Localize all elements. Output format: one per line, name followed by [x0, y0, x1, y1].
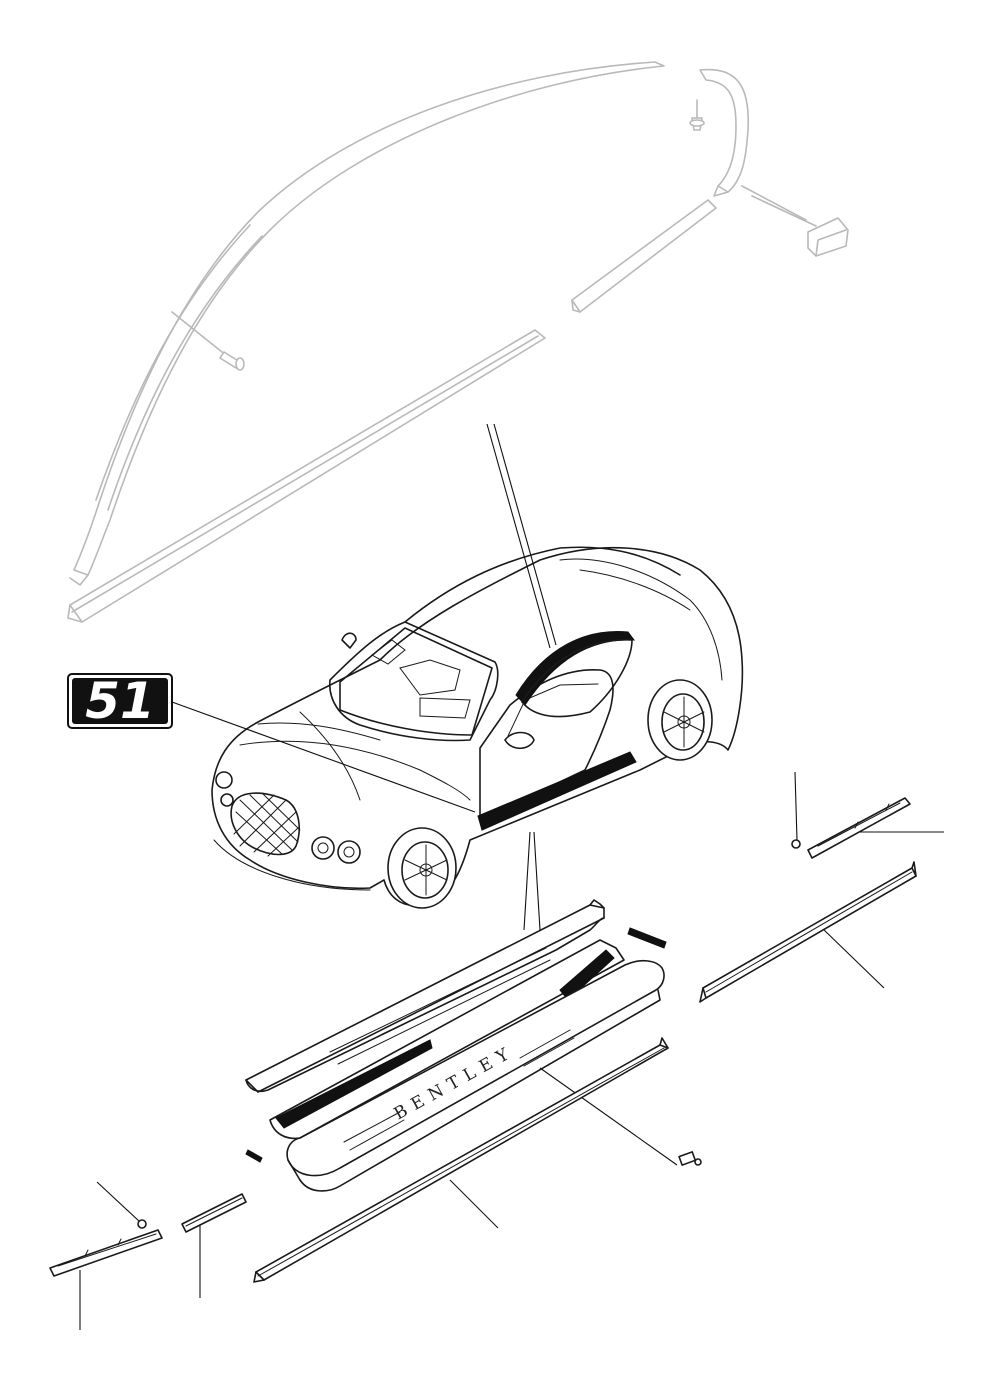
window-trim-group: [67, 61, 849, 623]
model-badge: 51: [67, 672, 173, 730]
sill-highlight: [477, 751, 637, 831]
trim-screw-lower: [219, 351, 241, 369]
car-illustration: [211, 546, 744, 909]
sill-plate-assembly: BENTLEY: [245, 899, 702, 1192]
rocker-cover-upper: [699, 861, 917, 1003]
rear-quarter-trim: [571, 199, 717, 313]
sill-decal-strip: [269, 939, 625, 1140]
trim-nut-right: [791, 839, 801, 849]
rocker-cover-lower: [253, 1037, 669, 1283]
badge-label: 51: [85, 672, 155, 730]
trim-nut-left: [137, 1219, 147, 1229]
front-sill-small-piece: [181, 1193, 247, 1233]
belt-line-trim: [69, 329, 546, 623]
leader-lines: [79, 423, 944, 1330]
roof-rail-trim: [73, 61, 665, 576]
front-sill-end-trim: [49, 1219, 163, 1277]
sill-fastener: [678, 1151, 702, 1166]
pillar-trim: [699, 68, 750, 193]
rear-sill-end-trim: [791, 797, 911, 859]
